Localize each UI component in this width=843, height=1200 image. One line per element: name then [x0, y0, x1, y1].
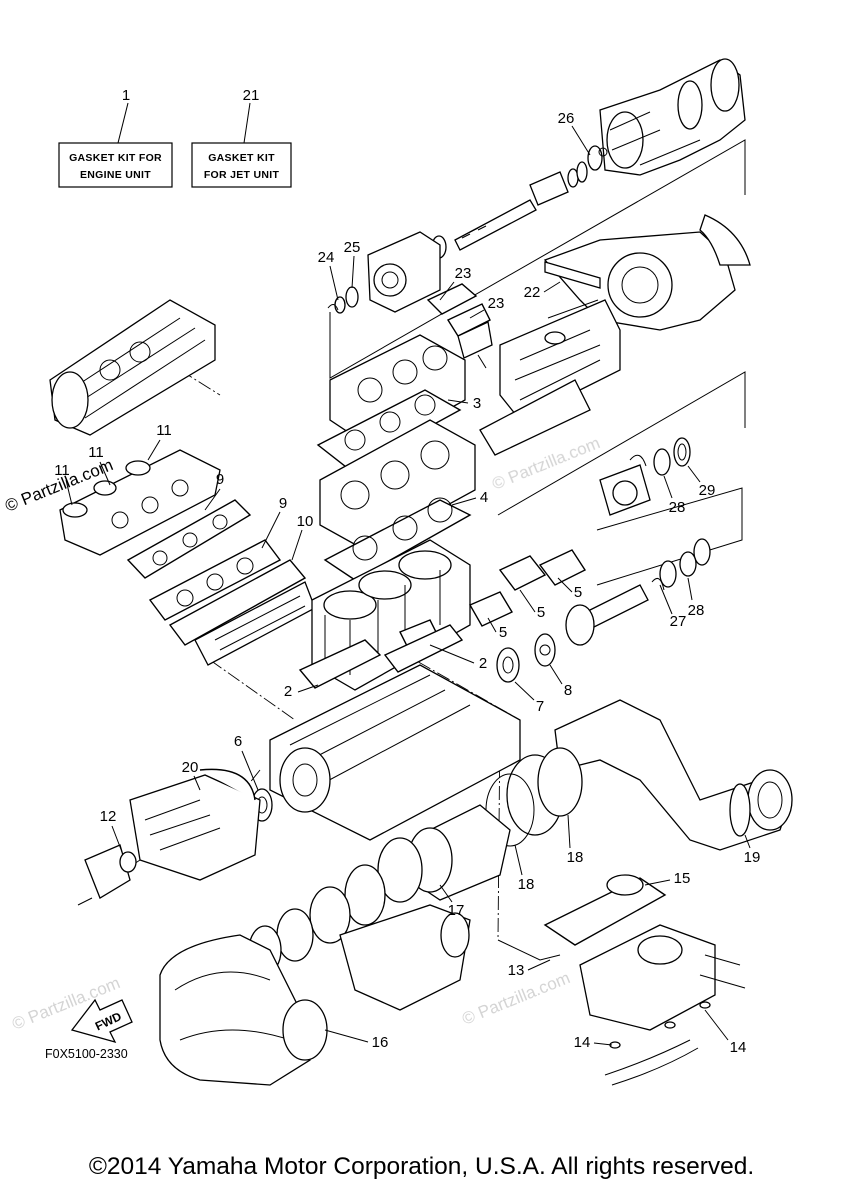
callout-24: 24 — [318, 249, 335, 266]
manifold-gaskets — [126, 499, 316, 666]
callout-18-b: 18 — [518, 876, 535, 893]
callout-23-a: 23 — [455, 265, 472, 282]
exhaust-manifold — [407, 804, 511, 901]
air-intake-box — [49, 299, 216, 436]
water-lock-muffler — [159, 934, 328, 1086]
head-gasket — [316, 389, 462, 471]
callout-11-c: 11 — [54, 462, 70, 479]
callout-28-b: 28 — [688, 602, 705, 619]
callout-labels: 26 24 25 23 23 22 3 11 11 11 9 9 10 4 5 … — [54, 110, 760, 1056]
callout-26: 26 — [558, 110, 575, 127]
exhaust-elbow — [339, 904, 471, 1011]
callout-7: 7 — [536, 698, 544, 715]
cylinder-gasket — [323, 497, 472, 581]
starter-motor — [77, 844, 137, 906]
callout-2-b: 2 — [284, 683, 292, 700]
callout-14-b: 14 — [730, 1039, 747, 1056]
callout-28-a: 28 — [669, 499, 686, 516]
intermediate-housing — [327, 231, 441, 314]
kit-engine-line1: GASKET KIT FOR — [69, 152, 162, 164]
kit-jet-line2: FOR JET UNIT — [204, 169, 280, 181]
exhaust-manifold-lower — [543, 874, 746, 1031]
diagram-code: F0X5100-2330 — [45, 1047, 128, 1061]
callout-11-a: 11 — [156, 422, 172, 439]
callout-2-a: 2 — [479, 655, 487, 672]
callout-8: 8 — [564, 682, 572, 699]
callout-14-a: 14 — [574, 1034, 591, 1051]
bearing-set-lower — [651, 538, 711, 591]
callout-23-b: 23 — [488, 295, 505, 312]
gasket-kit-engine-box: GASKET KIT FOR ENGINE UNIT 1 — [58, 87, 173, 188]
callout-9-b: 9 — [279, 495, 287, 512]
intake-manifold — [59, 449, 221, 556]
callout-22: 22 — [524, 284, 541, 301]
callout-19: 19 — [744, 849, 761, 866]
callout-20: 20 — [182, 759, 199, 776]
callout-16: 16 — [372, 1034, 389, 1051]
exhaust-pipe-right — [554, 699, 793, 851]
base-gaskets — [298, 624, 464, 689]
callout-5-b: 5 — [537, 604, 545, 621]
impeller-shaft — [496, 584, 649, 683]
callout-29: 29 — [699, 482, 716, 499]
callout-12: 12 — [100, 808, 117, 825]
gasket-kit-jet-box: GASKET KIT FOR JET UNIT 21 — [191, 87, 292, 188]
crankcase — [251, 664, 521, 841]
callout-10: 10 — [297, 513, 314, 530]
callout-15: 15 — [674, 870, 691, 887]
exhaust-bellows — [485, 747, 583, 847]
callout-3: 3 — [473, 395, 481, 412]
callout-5-a: 5 — [574, 584, 582, 601]
copyright-footer: ©2014 Yamaha Motor Corporation, U.S.A. A… — [88, 1153, 755, 1180]
callout-18-a: 18 — [567, 849, 584, 866]
bracket-plate — [479, 299, 621, 456]
bearing-set-upper — [599, 437, 691, 516]
callout-25: 25 — [344, 239, 361, 256]
jet-nozzle-assembly — [587, 58, 746, 176]
callout-13: 13 — [508, 962, 525, 979]
magneto-cover — [129, 768, 261, 881]
callout-1: 1 — [122, 87, 130, 104]
kit-engine-line2: ENGINE UNIT — [80, 169, 151, 181]
callout-27: 27 — [670, 613, 687, 630]
callout-9-a: 9 — [216, 471, 224, 488]
hoses-clips — [604, 1001, 711, 1086]
callout-5-c: 5 — [499, 624, 507, 641]
callout-6: 6 — [234, 733, 242, 750]
callout-21: 21 — [243, 87, 260, 104]
callout-4: 4 — [480, 489, 488, 506]
cylinder-head — [319, 419, 476, 551]
kit-jet-line1: GASKET KIT — [208, 152, 275, 164]
callout-17: 17 — [448, 902, 465, 919]
callout-11-b: 11 — [88, 444, 104, 461]
